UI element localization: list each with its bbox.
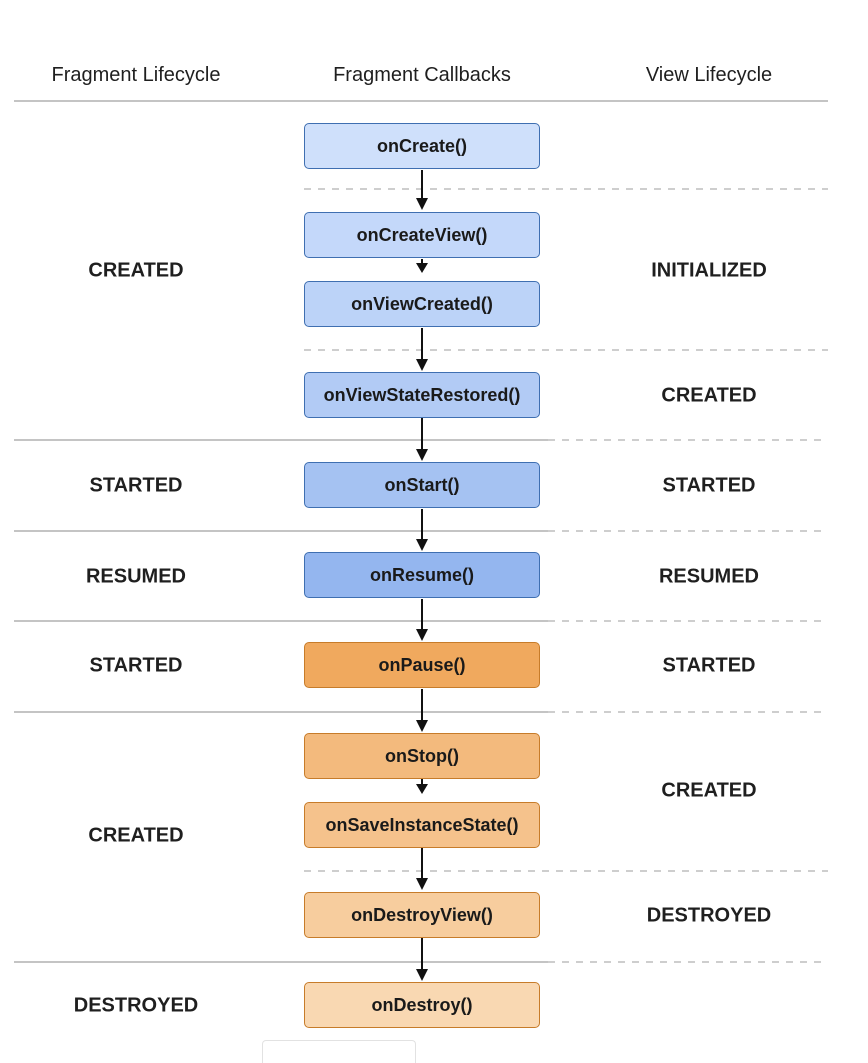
callback-on-resume: onResume() [304, 552, 540, 598]
arrow-3 [416, 328, 428, 371]
callback-on-create: onCreate() [304, 123, 540, 169]
view-state-destroyed: DESTROYED [646, 904, 772, 927]
callback-on-view-created: onViewCreated() [304, 281, 540, 327]
bottom-tab-stub [262, 1040, 416, 1063]
view-state-initialized: INITIALIZED [651, 259, 767, 282]
callback-on-destroy-view: onDestroyView() [304, 892, 540, 938]
fragment-state-created: CREATED [88, 824, 184, 847]
view-state-created: CREATED [661, 384, 757, 407]
arrow-1 [416, 170, 428, 210]
view-state-created: CREATED [661, 779, 757, 802]
arrow-7 [416, 689, 428, 732]
header-view-lifecycle: View Lifecycle [645, 64, 773, 86]
arrow-9 [416, 848, 428, 890]
view-state-started: STARTED [662, 474, 756, 497]
fragment-state-started: STARTED [89, 474, 183, 497]
arrow-5 [416, 509, 428, 551]
arrow-10 [416, 938, 428, 981]
callback-on-pause: onPause() [304, 642, 540, 688]
callback-on-stop: onStop() [304, 733, 540, 779]
header-fragment-callbacks: Fragment Callbacks [333, 64, 511, 86]
callback-on-view-state-restored: onViewStateRestored() [304, 372, 540, 418]
fragment-state-destroyed: DESTROYED [73, 994, 199, 1017]
view-state-started: STARTED [662, 654, 756, 677]
view-state-resumed: RESUMED [658, 565, 760, 588]
callback-on-save-instance-state: onSaveInstanceState() [304, 802, 540, 848]
arrow-4 [416, 418, 428, 461]
fragment-state-started: STARTED [89, 654, 183, 677]
arrow-8 [416, 779, 428, 794]
callback-on-destroy: onDestroy() [304, 982, 540, 1028]
fragment-state-resumed: RESUMED [85, 565, 187, 588]
callback-on-create-view: onCreateView() [304, 212, 540, 258]
flow-arrows [416, 170, 428, 981]
fragment-state-created: CREATED [88, 259, 184, 282]
header-fragment-lifecycle: Fragment Lifecycle [51, 64, 221, 86]
arrow-6 [416, 599, 428, 641]
callback-on-start: onStart() [304, 462, 540, 508]
arrow-2 [416, 259, 428, 273]
